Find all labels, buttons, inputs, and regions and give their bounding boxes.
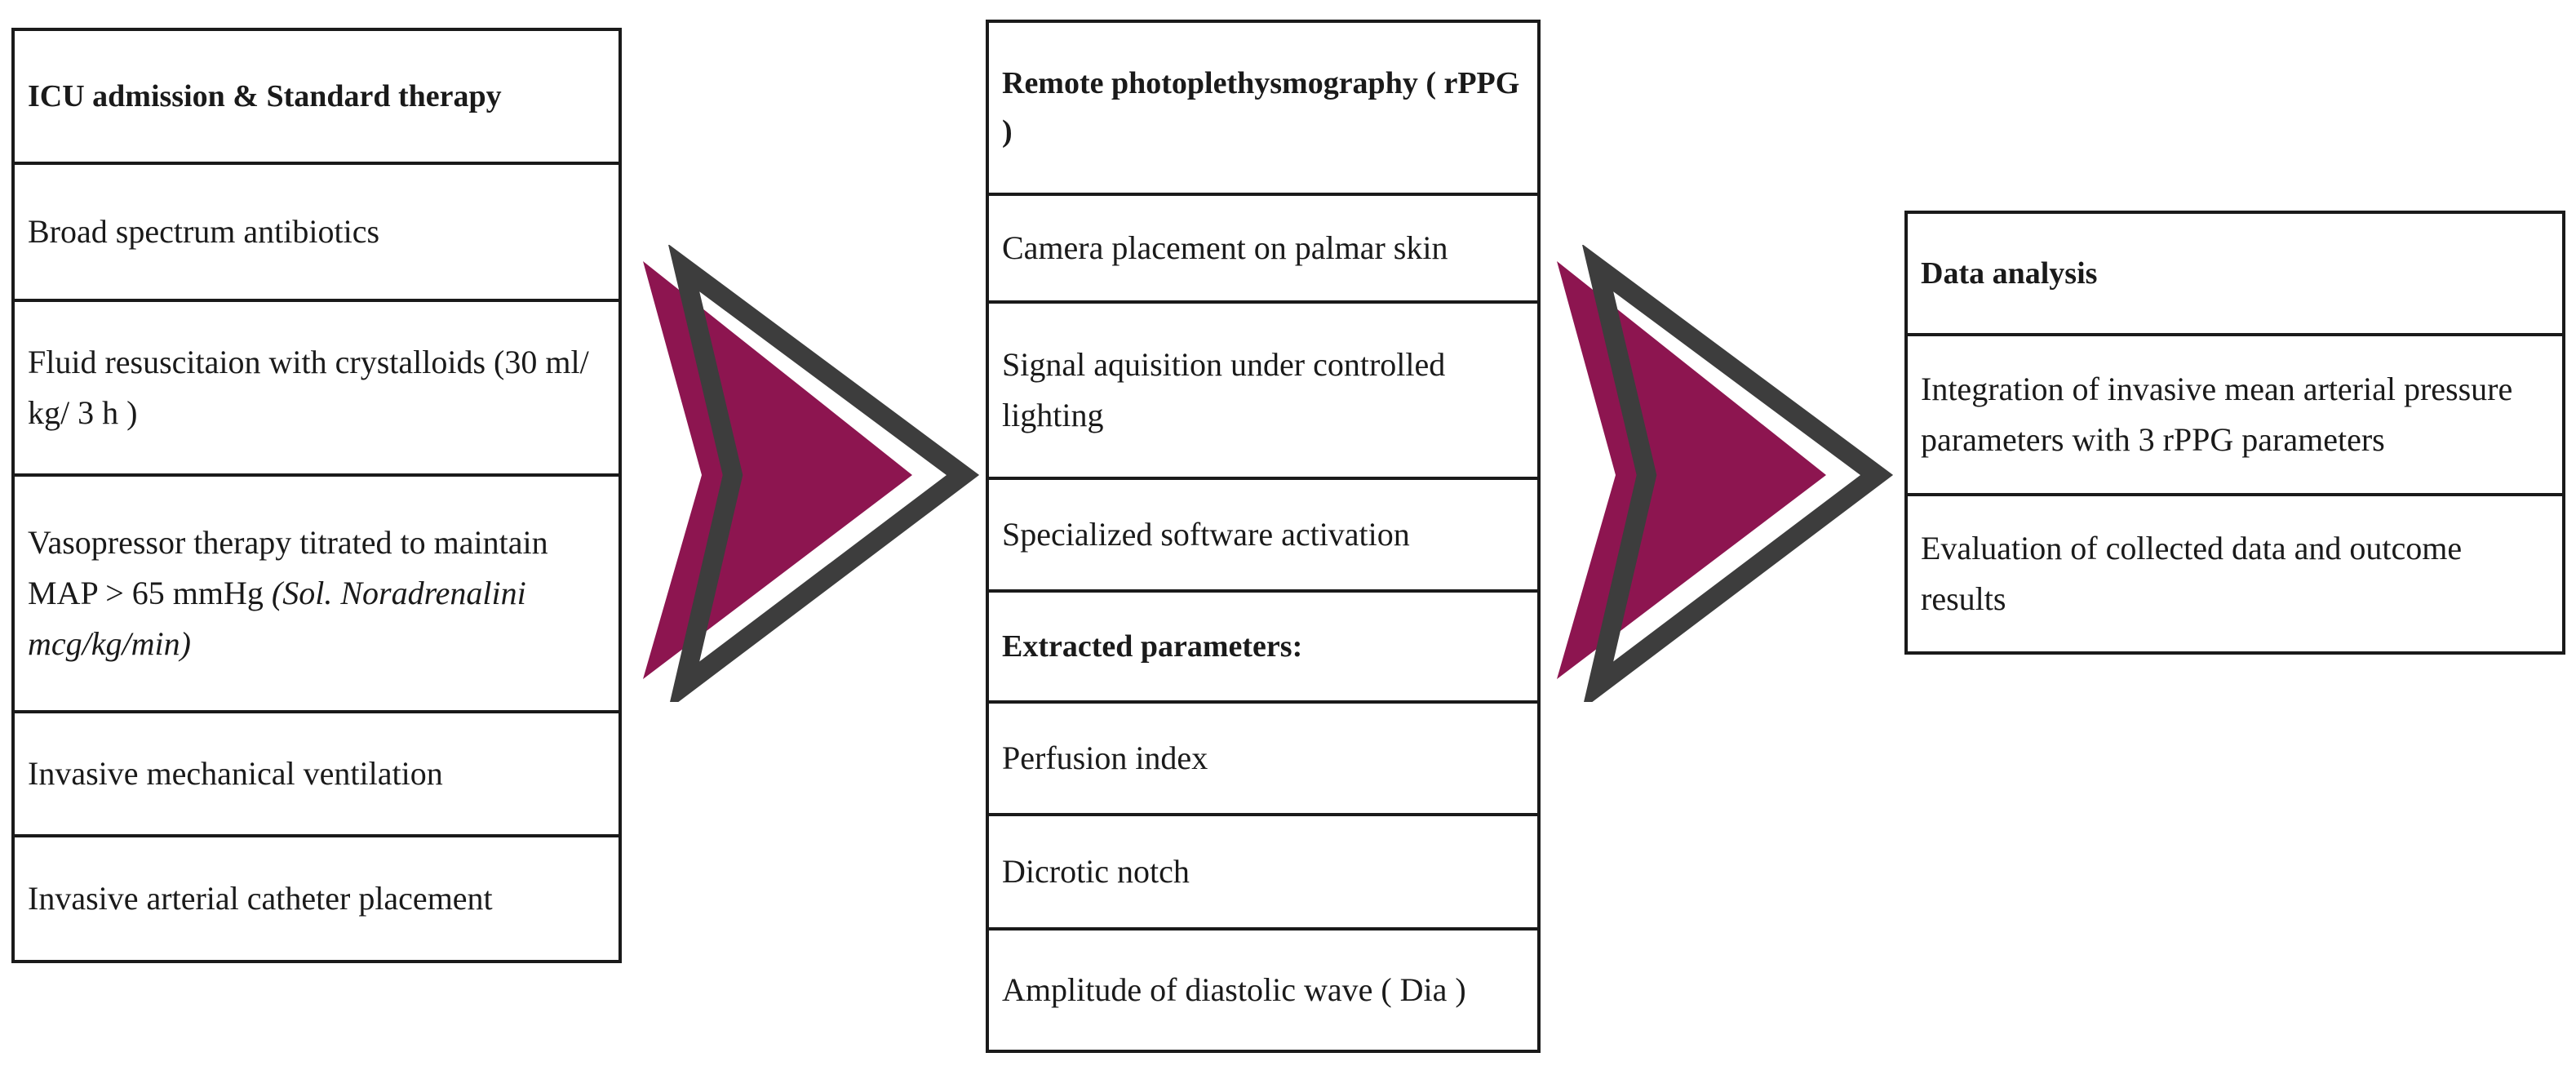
- vasopressor-text-wrapper: Vasopressor therapy titrated to maintain…: [28, 517, 605, 669]
- chevron-arrow-1: [643, 245, 979, 702]
- icu-admission-column: ICU admission & Standard therapy Broad s…: [11, 28, 622, 963]
- mechanical-ventilation-text: Invasive mechanical ventilation: [28, 755, 443, 792]
- perfusion-index-cell: Perfusion index: [989, 704, 1537, 816]
- vasopressor-note: (Sol. Noradrenalini mcg/kg/min): [28, 575, 526, 662]
- chevron-arrow-2-outline: [1582, 245, 1893, 702]
- arterial-catheter-cell: Invasive arterial catheter placement: [15, 837, 619, 960]
- antibiotics-cell: Broad spectrum antibiotics: [15, 165, 619, 302]
- dicrotic-notch-text: Dicrotic notch: [1002, 853, 1190, 890]
- rppg-header-text: Remote photoplethysmography ( rPPG ): [1002, 66, 1520, 149]
- extracted-parameters-header: Extracted parameters:: [989, 593, 1537, 704]
- integration-cell: Integration of invasive mean arterial pr…: [1908, 336, 2562, 496]
- camera-placement-cell: Camera placement on palmar skin: [989, 196, 1537, 304]
- vasopressor-cell: Vasopressor therapy titrated to maintain…: [15, 477, 619, 713]
- evaluation-cell: Evaluation of collected data and outcome…: [1908, 496, 2562, 651]
- signal-acquisition-cell: Signal aquisition under controlled light…: [989, 304, 1537, 480]
- diastolic-wave-cell: Amplitude of diastolic wave ( Dia ): [989, 931, 1537, 1050]
- icu-admission-header: ICU admission & Standard therapy: [15, 31, 619, 165]
- signal-acquisition-text: Signal aquisition under controlled light…: [1002, 346, 1446, 433]
- fluid-resuscitation-text: Fluid resuscitaion with crystalloids (30…: [28, 344, 589, 431]
- dicrotic-notch-cell: Dicrotic notch: [989, 816, 1537, 931]
- perfusion-index-text: Perfusion index: [1002, 740, 1208, 776]
- software-activation-text: Specialized software activation: [1002, 516, 1410, 553]
- diastolic-wave-text: Amplitude of diastolic wave ( Dia ): [1002, 971, 1466, 1008]
- integration-text: Integration of invasive mean arterial pr…: [1921, 371, 2513, 458]
- evaluation-text: Evaluation of collected data and outcome…: [1921, 530, 2463, 617]
- arterial-catheter-text: Invasive arterial catheter placement: [28, 880, 493, 917]
- antibiotics-text: Broad spectrum antibiotics: [28, 213, 380, 250]
- data-analysis-column: Data analysis Integration of invasive me…: [1904, 211, 2565, 655]
- fluid-resuscitation-cell: Fluid resuscitaion with crystalloids (30…: [15, 302, 619, 477]
- chevron-arrow-2: [1557, 245, 1893, 702]
- vasopressor-text: Vasopressor therapy titrated to maintain…: [28, 524, 548, 611]
- rppg-header: Remote photoplethysmography ( rPPG ): [989, 23, 1537, 196]
- software-activation-cell: Specialized software activation: [989, 480, 1537, 593]
- data-analysis-header: Data analysis: [1908, 214, 2562, 336]
- extracted-parameters-header-text: Extracted parameters:: [1002, 628, 1303, 664]
- mechanical-ventilation-cell: Invasive mechanical ventilation: [15, 713, 619, 837]
- data-analysis-header-text: Data analysis: [1921, 255, 2098, 291]
- chevron-arrow-1-outline: [668, 245, 979, 702]
- rppg-column: Remote photoplethysmography ( rPPG ) Cam…: [986, 20, 1541, 1053]
- camera-placement-text: Camera placement on palmar skin: [1002, 229, 1448, 266]
- icu-admission-header-text: ICU admission & Standard therapy: [28, 78, 502, 113]
